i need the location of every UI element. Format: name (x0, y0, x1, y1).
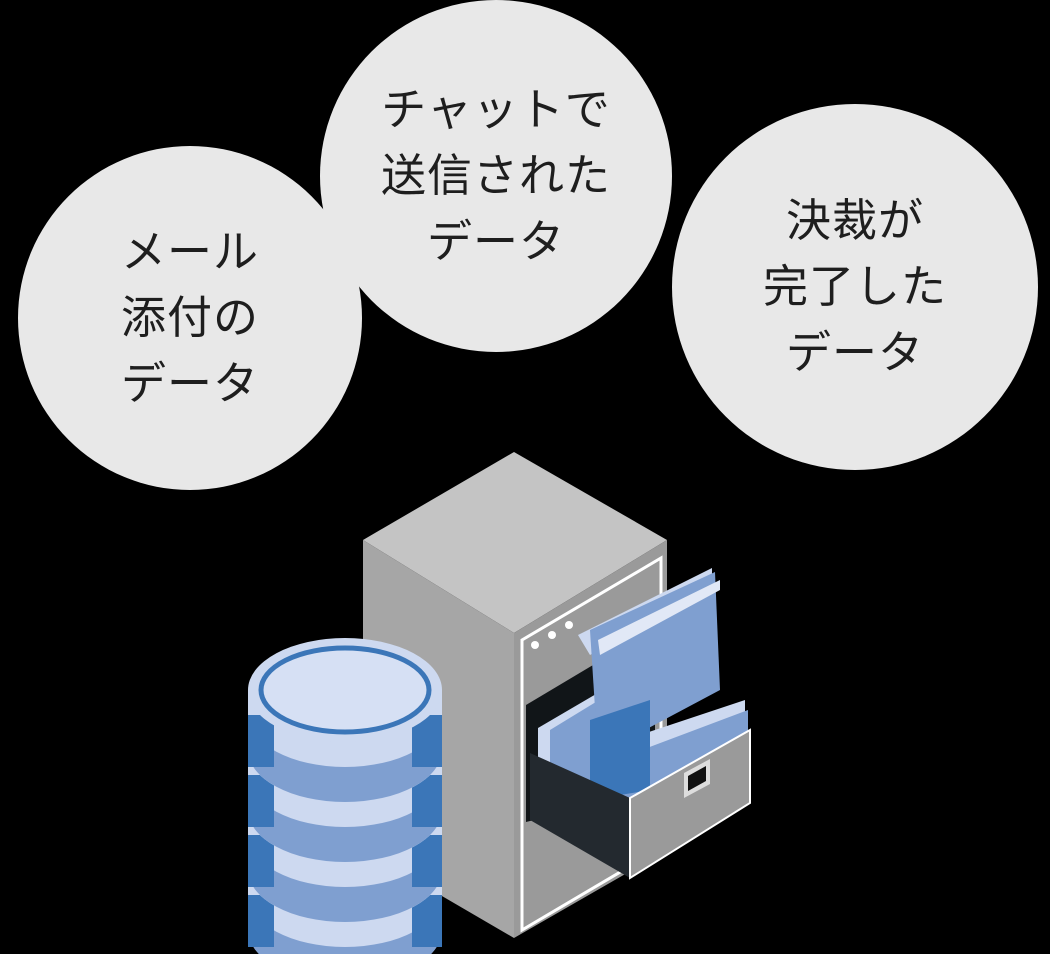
bubble-line: データ (785, 326, 924, 379)
bubble-line: 添付の (120, 291, 259, 344)
bubble-email-attachment: メール 添付の データ (18, 146, 362, 490)
bubble-line: チャットで (381, 83, 611, 136)
bubble-line: データ (426, 215, 565, 268)
bubble-chat-data: チャットで 送信された データ (320, 0, 672, 352)
bubble-line: メール (120, 225, 259, 278)
bubble-line: 完了した (762, 260, 947, 313)
bubble-line: 送信された (380, 149, 611, 202)
bubble-line: データ (120, 357, 259, 410)
bubble-line: 決裁が (785, 194, 924, 247)
database-icon (248, 638, 442, 954)
bubble-approved-data: 決裁が 完了した データ (672, 104, 1038, 470)
